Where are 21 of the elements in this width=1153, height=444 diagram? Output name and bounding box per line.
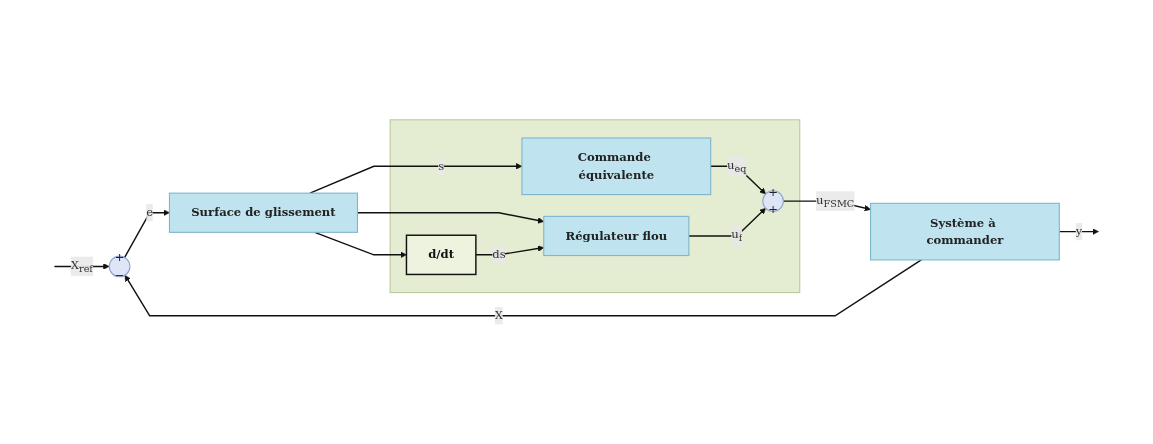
node-circle: + − (108, 255, 131, 278)
edge-label: X$_{ref}$ (70, 257, 93, 274)
node-box: Système à commander (870, 202, 1060, 261)
arrow (123, 209, 170, 258)
node-box: Régulateur flou (543, 215, 690, 256)
node-circle: + + (762, 190, 784, 212)
edge-label: y (1075, 224, 1083, 238)
edge-label: u$_{f}$ (731, 227, 743, 244)
edge-label: u$_{FSMC}$ (816, 192, 855, 209)
arrow (124, 259, 923, 317)
arrow (688, 207, 766, 237)
cluster (389, 119, 801, 293)
edge-label: e (146, 205, 154, 220)
arrow (314, 231, 407, 258)
edge-label: u$_{eq}$ (727, 157, 747, 174)
edge-label: s (438, 158, 445, 173)
edge-label: ds (492, 247, 506, 262)
edge-label: X (494, 308, 504, 323)
node-box: Surface de glissement (168, 192, 359, 233)
node-box: Commande équivalente (521, 137, 712, 195)
node-box: d/dt (405, 234, 477, 275)
